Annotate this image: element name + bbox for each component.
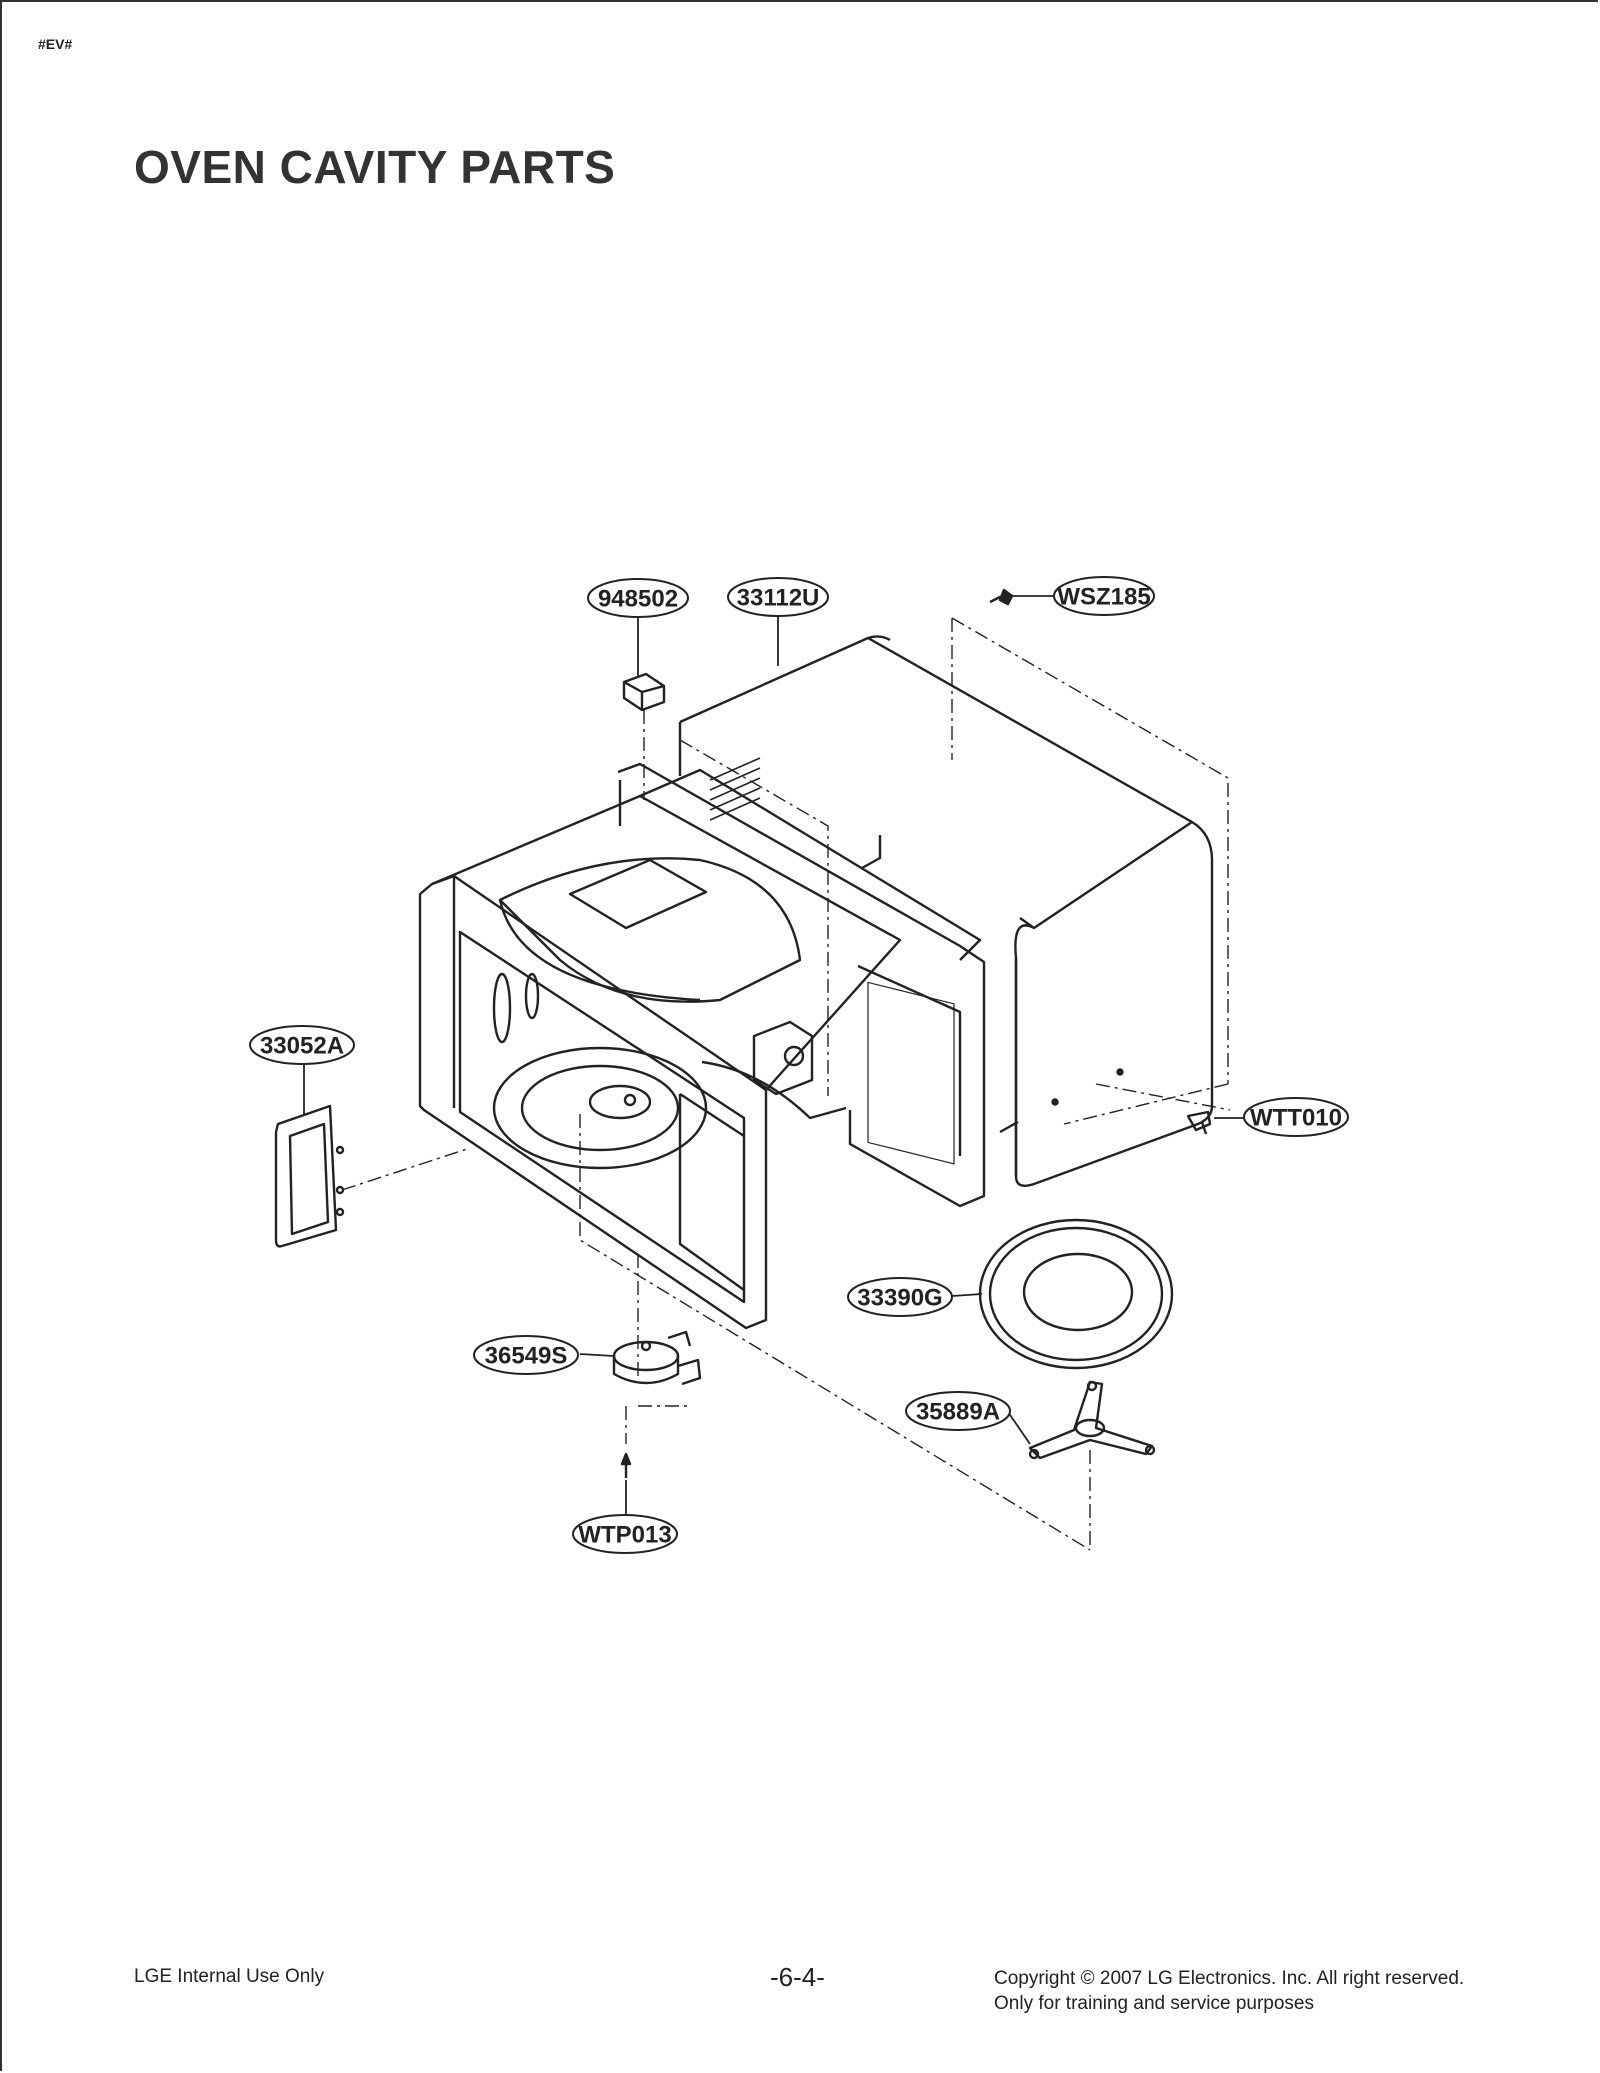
callout-label: 35889A [916, 1399, 1000, 1426]
part-948502-block [622, 672, 666, 712]
turntable-motor [612, 1330, 702, 1386]
footer-copyright: Copyright © 2007 LG Electronics. Inc. Al… [994, 1966, 1464, 2016]
callout-WSZ185: WSZ185 [1053, 576, 1155, 616]
copyright-line-2: Only for training and service purposes [994, 1993, 1314, 2014]
callout-label: 33390G [857, 1285, 942, 1312]
copyright-line-1: Copyright © 2007 LG Electronics. Inc. Al… [994, 1968, 1465, 1989]
screw-wsz185 [989, 588, 1014, 606]
outer-case [678, 635, 1214, 1187]
cavity-rear-panel [617, 762, 986, 1208]
screw-wtt010 [1186, 1110, 1212, 1135]
callout-label: 33112U [737, 585, 820, 612]
callout-label: 33052A [260, 1033, 344, 1060]
callout-label: 948502 [598, 586, 678, 613]
roller-rest [1028, 1380, 1156, 1460]
callout-33112U: 33112U [727, 577, 829, 617]
waveguide-cover [274, 1104, 345, 1248]
page-number: -6-4- [770, 1962, 825, 1992]
cavity-top [498, 768, 982, 1003]
callout-35889A: 35889A [905, 1391, 1011, 1431]
footer-internal-note: LGE Internal Use Only [134, 1966, 325, 1987]
cavity-interior [492, 972, 708, 1170]
callout-label: 36549S [485, 1343, 568, 1370]
callout-WTP013: WTP013 [572, 1514, 678, 1554]
waveguide-bracket [701, 1020, 847, 1120]
page-title: OVEN CAVITY PARTS [134, 141, 616, 193]
cavity-front-frame [418, 780, 902, 1330]
callout-33052A: 33052A [249, 1025, 355, 1065]
callout-948502: 948502 [587, 578, 689, 618]
callout-label: WTT010 [1250, 1105, 1342, 1132]
callout-label: WSZ185 [1057, 584, 1150, 611]
turntable-glass [978, 1218, 1174, 1370]
callout-label: WTP013 [578, 1522, 671, 1549]
callout-33390G: 33390G [847, 1277, 953, 1317]
corner-tag: #EV# [38, 36, 73, 52]
callout-36549S: 36549S [473, 1335, 579, 1375]
screw-wtp013 [620, 1452, 632, 1478]
callout-WTT010: WTT010 [1243, 1097, 1349, 1137]
